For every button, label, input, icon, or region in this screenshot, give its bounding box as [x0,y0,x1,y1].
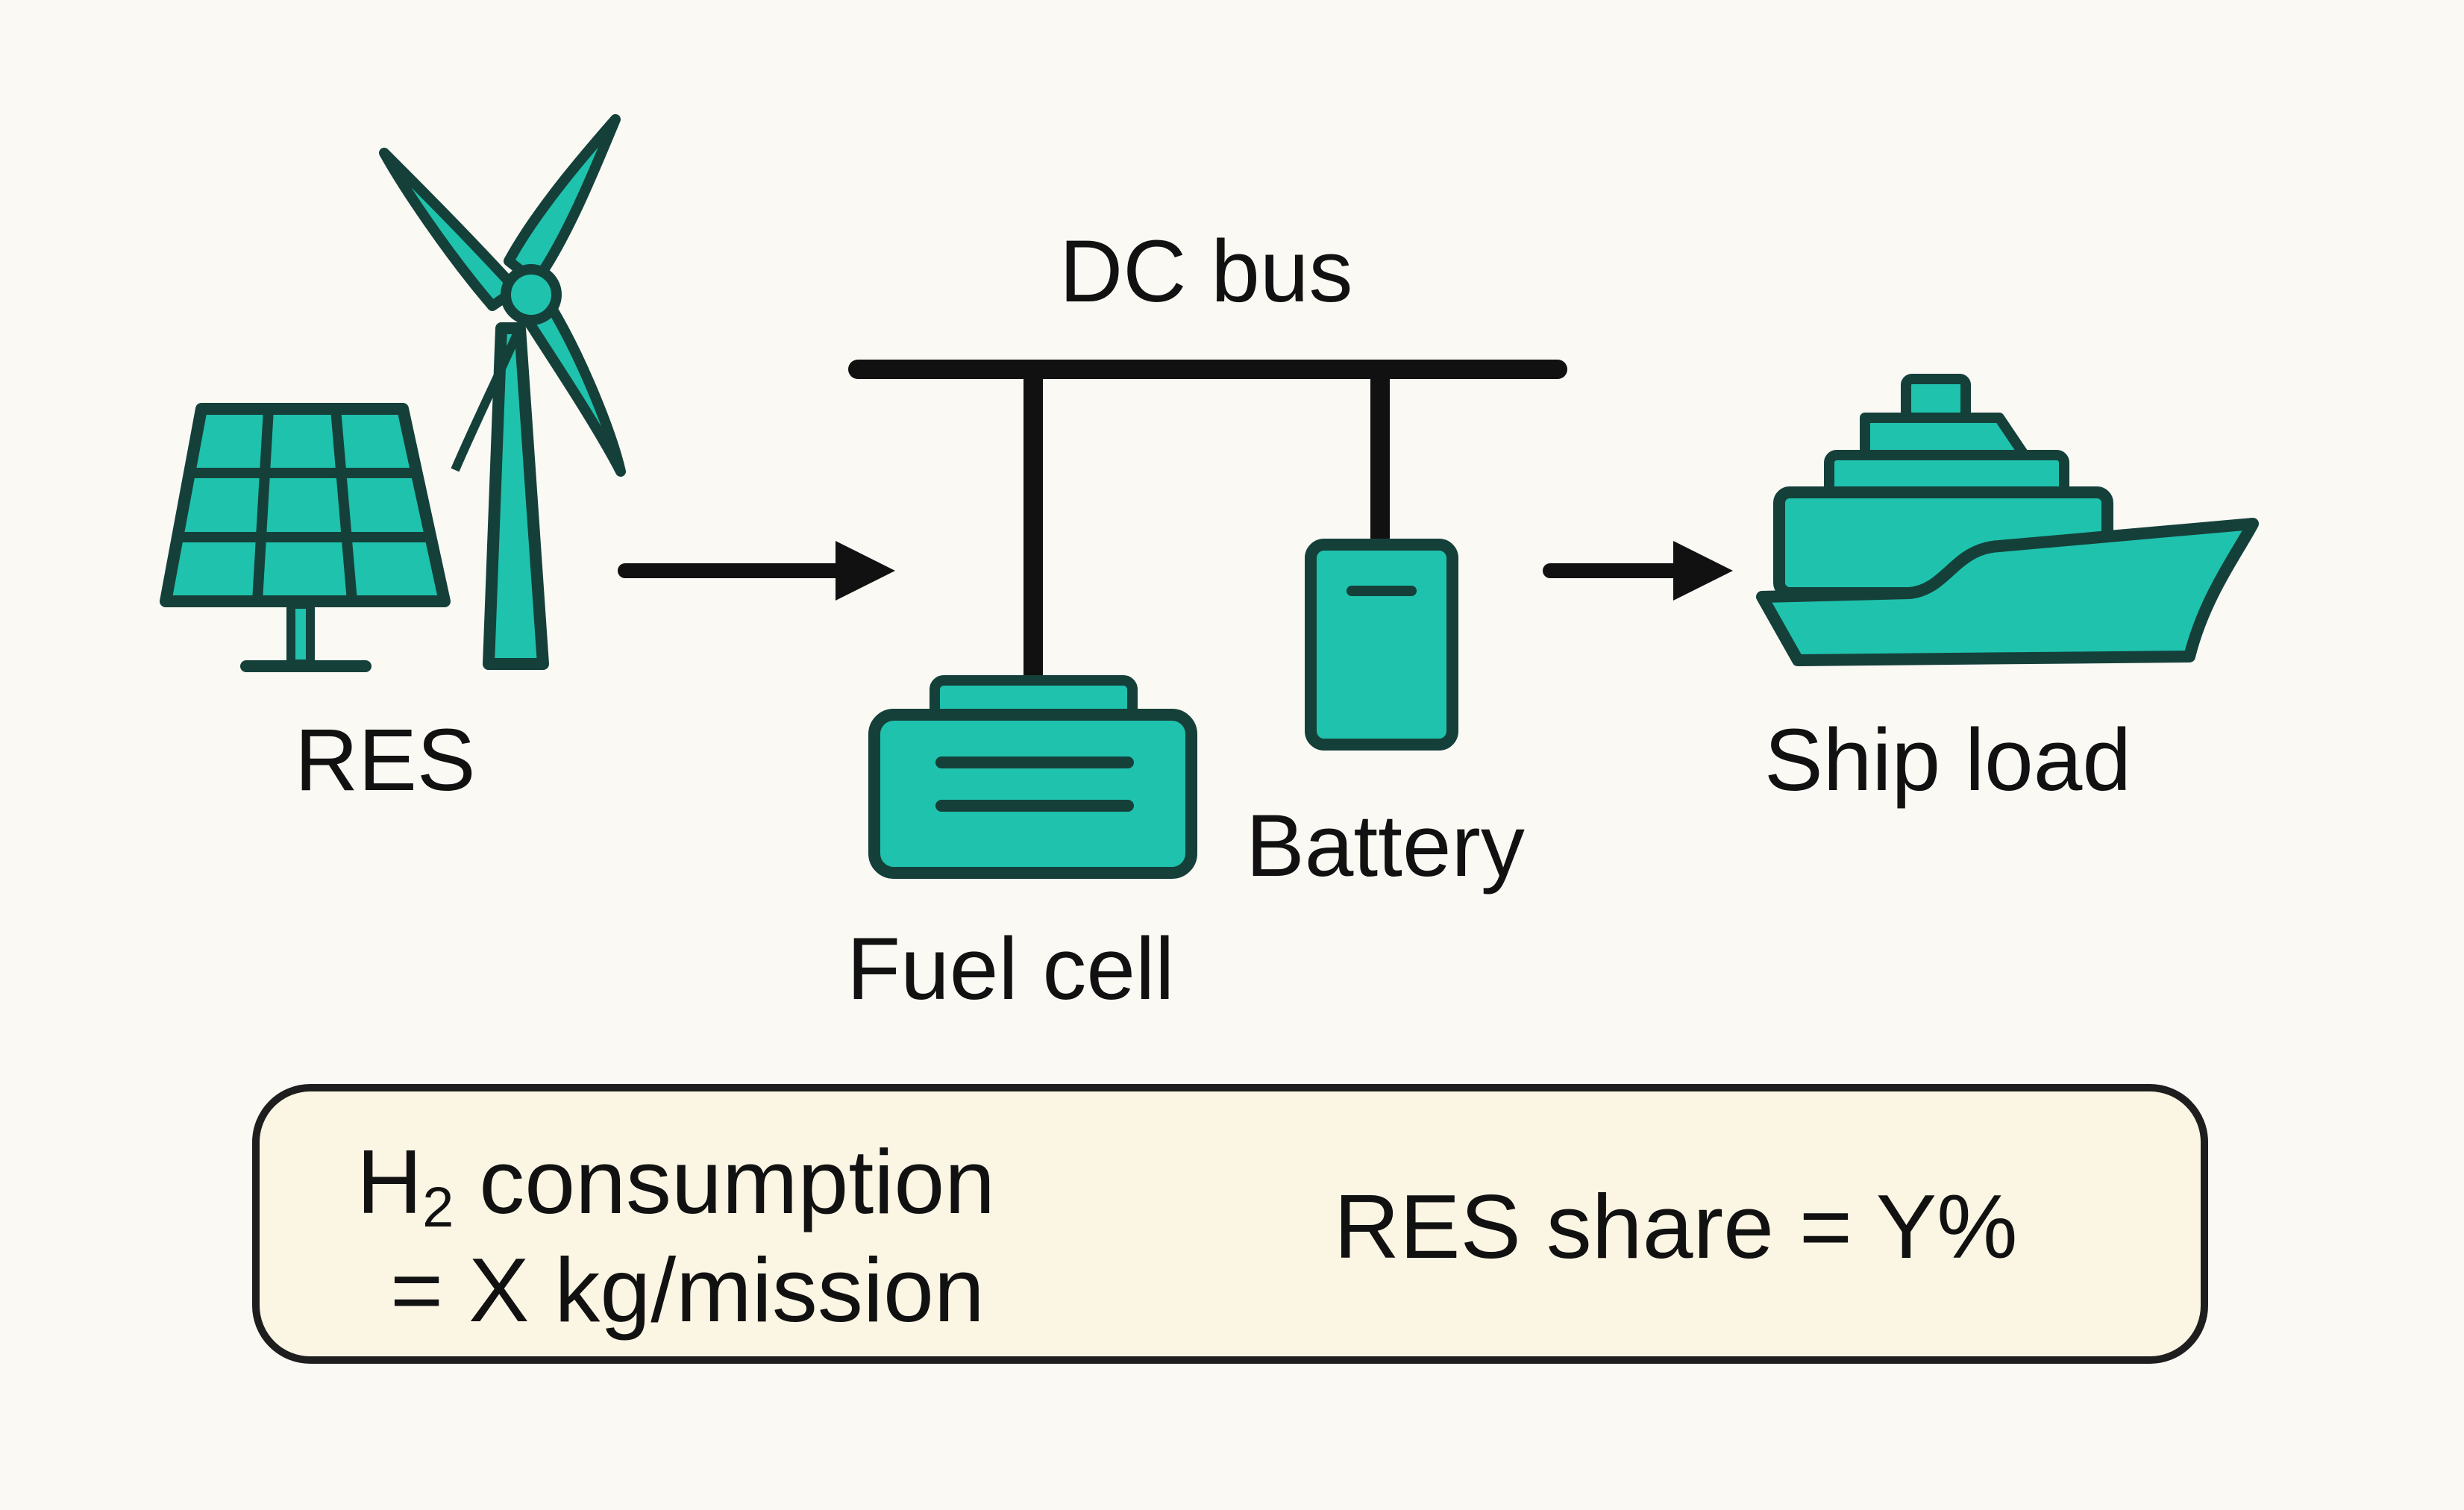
results-box: H2 consumption = X kg/mission RES share … [252,1084,2208,1364]
h2-consumption-value: = X kg/mission [390,1239,985,1341]
battery-label: Battery [1246,797,1525,895]
battery-icon [1305,539,1458,751]
solar-panel-icon [160,403,451,672]
res-share-value: RES share = Y% [1334,1176,2018,1277]
dc-bus-label: DC bus [1059,222,1353,321]
dc-bus [848,360,1567,694]
h2-subscript: 2 [422,1176,454,1239]
h2-symbol: H [357,1131,423,1232]
wind-turbine-icon [379,114,626,670]
h2-consumption-label: H2 consumption [357,1136,995,1236]
h2-consumption-text: consumption [454,1131,996,1232]
res-label: RES [295,711,476,809]
fuel-cell-icon [868,675,1197,879]
ship-load-label: Ship load [1764,711,2132,809]
fuel-cell-label: Fuel cell [847,920,1175,1018]
ship-icon [1756,374,2259,666]
